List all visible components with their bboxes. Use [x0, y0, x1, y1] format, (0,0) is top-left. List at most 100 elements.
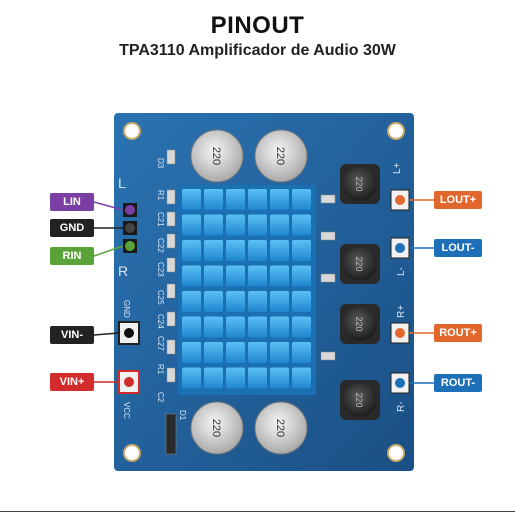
svg-text:220: 220	[210, 419, 222, 437]
mounting-hole	[387, 444, 405, 462]
silk-c27: C27	[156, 336, 165, 351]
svg-text:220: 220	[210, 147, 222, 165]
output-pin-rout-minus	[390, 372, 410, 394]
heatsink-fin	[204, 189, 223, 210]
leader-line	[93, 245, 124, 257]
heatsink-fin	[182, 189, 201, 210]
inductor: 220	[340, 380, 380, 420]
heatsink-fin	[226, 367, 245, 389]
heatsink-fin	[270, 316, 289, 338]
mounting-hole	[387, 122, 405, 140]
heatsink-fin	[248, 189, 267, 210]
heatsink-fin	[204, 291, 223, 312]
silk-d3: D3	[156, 158, 165, 169]
heatsink-fin	[182, 240, 201, 261]
silk-c22: C22	[156, 238, 165, 253]
input-pin-rin	[123, 239, 137, 253]
label-lin: LIN	[50, 193, 94, 211]
heatsink-fin	[270, 265, 289, 287]
heatsink-fin	[270, 367, 289, 389]
silk-vcc: VCC	[122, 402, 131, 419]
power-pin-vin-minus	[118, 321, 140, 345]
silk-r1-top: R1	[156, 190, 165, 201]
heatsink-fin	[226, 214, 245, 236]
heatsink-fin	[182, 214, 201, 236]
heatsink-fin	[182, 265, 201, 287]
heatsink-fin	[248, 240, 267, 261]
svg-text:220: 220	[274, 419, 286, 437]
silk-c24: C24	[156, 314, 165, 329]
silk-d1: D1	[178, 410, 187, 421]
heatsink-fin	[182, 342, 201, 363]
label-rout-minus: ROUT-	[434, 374, 482, 392]
heatsink-fin	[248, 316, 267, 338]
output-pin-lout-minus	[390, 237, 410, 259]
diode	[165, 413, 177, 455]
inductor: 220	[340, 304, 380, 344]
silk-c2: C2	[156, 392, 165, 403]
heatsink-fin	[270, 189, 289, 210]
heatsink-fin	[248, 291, 267, 312]
heatsink-fin	[248, 342, 267, 363]
heatsink-fin	[292, 342, 311, 363]
heatsink-fin	[204, 316, 223, 338]
heatsink-fin	[248, 367, 267, 389]
page-title: PINOUT	[210, 12, 305, 39]
heatsink-fin	[292, 214, 311, 236]
heatsink-fin	[292, 240, 311, 261]
silk-r: R	[118, 263, 128, 279]
silk-gnd: GND	[122, 300, 131, 318]
heatsink-fin	[182, 291, 201, 312]
svg-text:220: 220	[354, 256, 364, 271]
heatsink-fin	[226, 240, 245, 261]
inductor: 220	[340, 244, 380, 284]
silk-l: L	[118, 175, 126, 191]
output-pin-rout-plus	[390, 322, 410, 344]
heatsink-fin	[204, 214, 223, 236]
silk-r-minus: R-	[396, 401, 407, 412]
heatsink-fin	[292, 367, 311, 389]
heatsink-fin	[204, 240, 223, 261]
input-pin-gnd	[123, 221, 137, 235]
silk-r-plus: R+	[396, 305, 407, 318]
silk-r1-bottom: R1	[156, 364, 165, 375]
leader-line	[93, 201, 124, 211]
svg-text:220: 220	[274, 147, 286, 165]
heatsink-fin	[292, 291, 311, 312]
mounting-hole	[123, 444, 141, 462]
label-vin-plus: VIN+	[50, 373, 94, 391]
capacitor: 220	[190, 401, 244, 455]
page-subtitle: TPA3110 Amplificador de Audio 30W	[119, 42, 396, 59]
heatsink-fin	[204, 367, 223, 389]
heatsink-fin	[248, 265, 267, 287]
silk-c23: C23	[156, 262, 165, 277]
silk-c21: C21	[156, 212, 165, 227]
label-vin-minus: VIN-	[50, 326, 94, 344]
smd-components	[166, 149, 336, 383]
inductor: 220	[340, 164, 380, 204]
silk-l-minus: L-	[396, 267, 407, 276]
power-pin-vin-plus	[118, 370, 140, 394]
heatsink-fin	[226, 265, 245, 287]
leader-line	[93, 332, 120, 336]
heatsink-fin	[182, 316, 201, 338]
heatsink-fin	[270, 342, 289, 363]
heatsink-fin	[204, 342, 223, 363]
heatsink-fin	[226, 189, 245, 210]
capacitor: 220	[254, 401, 308, 455]
bottom-divider	[0, 511, 515, 512]
heatsink-fin	[248, 214, 267, 236]
mounting-hole	[123, 122, 141, 140]
label-lout-plus: LOUT+	[434, 191, 482, 209]
heatsink-fin	[226, 342, 245, 363]
label-rout-plus: ROUT+	[434, 324, 482, 342]
capacitor: 220	[190, 129, 244, 183]
label-gnd: GND	[50, 219, 94, 237]
heatsink-fin	[292, 189, 311, 210]
label-rin: RIN	[50, 247, 94, 265]
svg-text:220: 220	[354, 316, 364, 331]
capacitor: 220	[254, 129, 308, 183]
svg-text:220: 220	[354, 392, 364, 407]
svg-text:220: 220	[354, 176, 364, 191]
silk-l-plus: L+	[392, 162, 403, 174]
